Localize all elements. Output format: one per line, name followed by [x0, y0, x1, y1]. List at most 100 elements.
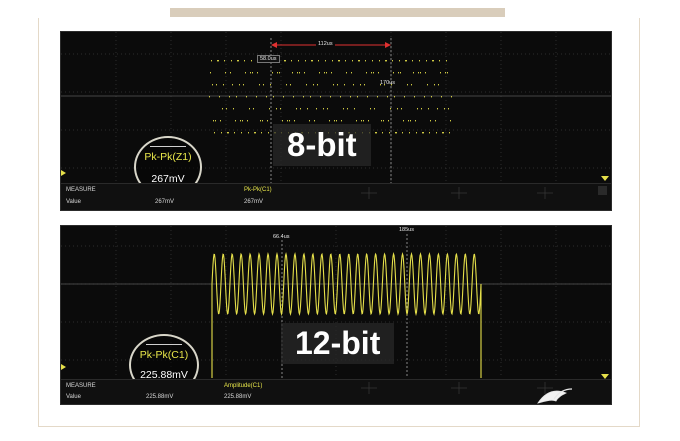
- sample-dot: [386, 60, 387, 62]
- sample-dot: [272, 72, 273, 74]
- sample-dot: [365, 60, 366, 62]
- sample-dot: [375, 132, 376, 134]
- watermark-bird-icon: [537, 388, 573, 404]
- scope-grid-8bit: [61, 32, 611, 184]
- sample-dot: [344, 84, 345, 86]
- sample-dot: [448, 108, 449, 110]
- sample-dot: [404, 96, 405, 98]
- sample-dot: [381, 120, 382, 122]
- sample-dot: [309, 120, 310, 122]
- sample-dot: [427, 84, 428, 86]
- sample-dot: [359, 60, 360, 62]
- sample-dot: [316, 108, 317, 110]
- circle-title-8bit: Pk-Pk(Z1): [144, 151, 192, 163]
- sample-dot: [408, 120, 409, 122]
- sample-dot: [372, 60, 373, 62]
- sample-dot: [283, 96, 284, 98]
- sample-dot: [303, 96, 304, 98]
- sample-dot: [233, 108, 234, 110]
- sample-dot: [241, 132, 242, 134]
- bit-depth-label-12bit: 12-bit: [281, 323, 395, 364]
- sample-dot: [236, 96, 237, 98]
- sample-dot: [436, 132, 437, 134]
- sample-dot: [253, 108, 254, 110]
- sample-dot: [421, 108, 422, 110]
- sample-dot: [227, 132, 228, 134]
- circle-value-8bit: 267mV: [151, 173, 185, 185]
- sample-dot: [209, 96, 210, 98]
- sample-dot: [251, 60, 252, 62]
- sample-dot: [216, 84, 217, 86]
- measure-param-2-8bit[interactable]: Pk-Pk(C1): [244, 187, 272, 193]
- sample-dot: [276, 108, 277, 110]
- sample-dot: [389, 132, 390, 134]
- sample-dot: [250, 72, 251, 74]
- sample-dot: [314, 120, 315, 122]
- cursor-b-label-8bit: 170us: [380, 80, 395, 86]
- sample-dot: [361, 120, 362, 122]
- sample-dot: [266, 96, 267, 98]
- sample-dot: [324, 72, 325, 74]
- cursor-b-label-12bit: 185us: [397, 227, 416, 233]
- sample-dot: [449, 132, 450, 134]
- sample-dot: [450, 120, 451, 122]
- sample-dot: [329, 120, 330, 122]
- sample-dot: [446, 60, 447, 62]
- sample-dot: [396, 132, 397, 134]
- sample-dot: [374, 108, 375, 110]
- sample-dot: [267, 120, 268, 122]
- sample-dot: [222, 108, 223, 110]
- sample-dot: [347, 108, 348, 110]
- sample-dot: [280, 108, 281, 110]
- sample-dot: [445, 72, 446, 74]
- sample-dot: [240, 120, 241, 122]
- sample-dot: [382, 132, 383, 134]
- sample-dot: [414, 96, 415, 98]
- sample-dot: [237, 60, 238, 62]
- sample-dot: [416, 132, 417, 134]
- sample-dot: [263, 84, 264, 86]
- scope-panel-8bit: 112us 58.0us 170us 8-bit Pk-Pk(Z1) 267mV…: [60, 31, 612, 211]
- sample-dot: [379, 60, 380, 62]
- sample-dot: [318, 60, 319, 62]
- sample-dot: [213, 120, 214, 122]
- sample-dot: [401, 108, 402, 110]
- measure-header-8bit: MEASURE: [66, 187, 96, 193]
- sample-dot: [368, 120, 369, 122]
- sample-dot: [282, 120, 283, 122]
- sample-dot: [305, 60, 306, 62]
- sample-dot: [210, 72, 211, 74]
- sample-dot: [376, 132, 377, 134]
- sample-dot: [433, 60, 434, 62]
- measure-param-2-12bit[interactable]: Amplitude(C1): [224, 383, 263, 389]
- sample-dot: [343, 108, 344, 110]
- sample-dot: [351, 72, 352, 74]
- sample-dot: [409, 132, 410, 134]
- sample-dot: [260, 120, 261, 122]
- sample-dot: [352, 60, 353, 62]
- sample-dot: [443, 132, 444, 134]
- sample-dot: [214, 132, 215, 134]
- sample-dot: [440, 72, 441, 74]
- sample-dot: [299, 72, 300, 74]
- sample-dot: [406, 60, 407, 62]
- sample-dot: [330, 96, 331, 98]
- sample-dot: [391, 84, 392, 86]
- measure-row-label-8bit: Value: [66, 199, 81, 205]
- sample-dot: [338, 60, 339, 62]
- sample-dot: [420, 72, 421, 74]
- sample-dot: [232, 84, 233, 86]
- sample-dot: [243, 84, 244, 86]
- measure-value-1-12bit: 225.88mV: [146, 394, 174, 400]
- sample-dot: [300, 108, 301, 110]
- sample-dot: [223, 84, 224, 86]
- sample-dot: [439, 60, 440, 62]
- sample-dot: [353, 84, 354, 86]
- sample-dot: [423, 132, 424, 134]
- sample-dot: [235, 120, 236, 122]
- sample-dot: [434, 84, 435, 86]
- sample-dot: [215, 120, 216, 122]
- sample-dot: [298, 60, 299, 62]
- sample-dot: [397, 108, 398, 110]
- sample-dot: [248, 132, 249, 134]
